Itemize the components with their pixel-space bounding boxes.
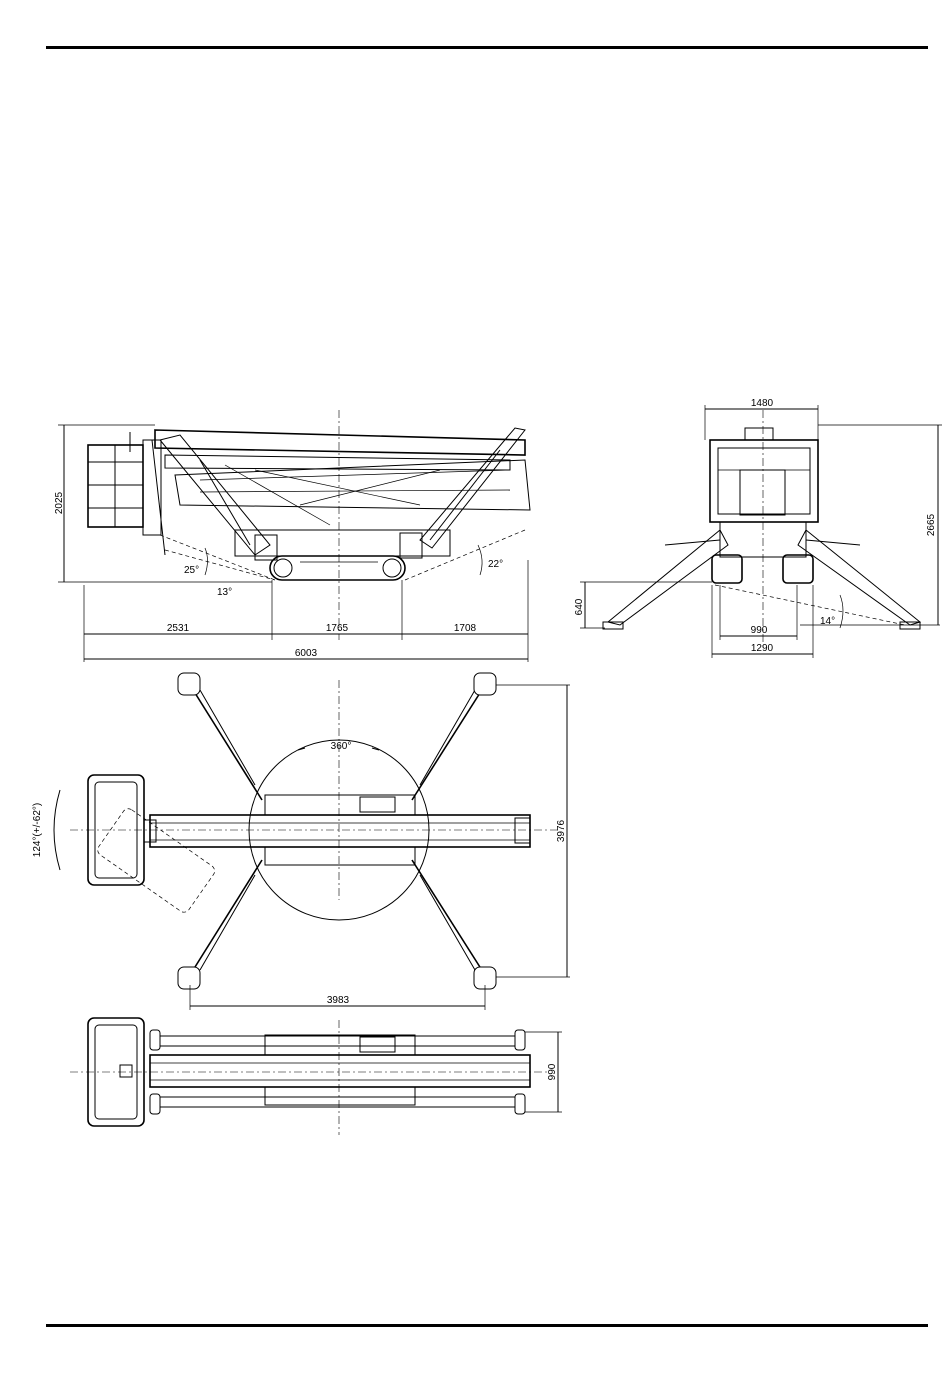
top-basket-rotation-arc bbox=[54, 790, 60, 870]
stowed-basket-control bbox=[120, 1065, 132, 1077]
stowed-width-label: 990 bbox=[547, 1063, 558, 1080]
side-boom-pack bbox=[175, 460, 530, 510]
front-angle-label: 14° bbox=[820, 616, 835, 627]
top-basket-rotation-label: 124°(+/-62°) bbox=[32, 803, 43, 857]
side-angle-22-label: 22° bbox=[488, 559, 503, 570]
side-boom-brace-3 bbox=[225, 465, 330, 525]
side-angle-line-22 bbox=[405, 530, 525, 580]
front-view: 1480 14° 26 bbox=[574, 398, 942, 658]
top-boom bbox=[150, 815, 530, 847]
side-outrigger-right-pad bbox=[400, 533, 422, 558]
side-outrigger-left bbox=[160, 435, 270, 555]
top-span-width-label: 3976 bbox=[556, 819, 567, 842]
side-track bbox=[270, 556, 405, 580]
side-upper-boom bbox=[155, 430, 525, 455]
front-platform-inner bbox=[718, 448, 810, 514]
stowed-pad-rr bbox=[150, 1094, 160, 1114]
top-pad-rear-left bbox=[178, 673, 200, 695]
top-engine-cover bbox=[360, 797, 395, 812]
side-height-label: 2025 bbox=[54, 491, 65, 514]
side-angle-13-label: 13° bbox=[217, 587, 232, 598]
top-outrigger-rear-right-cyl bbox=[200, 875, 255, 970]
side-basket-mount bbox=[143, 440, 161, 535]
side-track-idler-left bbox=[274, 559, 292, 577]
side-angle-line-13 bbox=[165, 550, 275, 580]
side-angle-25-label: 25° bbox=[184, 565, 199, 576]
top-outrigger-rear-left-cyl bbox=[200, 690, 255, 785]
front-outrigger-right bbox=[798, 530, 920, 625]
side-length-rear-label: 2531 bbox=[167, 623, 190, 634]
side-length-total-label: 6003 bbox=[295, 648, 318, 659]
stowed-pad-fl bbox=[515, 1030, 525, 1050]
front-outrigger-right-cyl bbox=[806, 540, 860, 545]
top-outrigger-front-left bbox=[412, 685, 485, 800]
side-jib-arm bbox=[152, 440, 165, 555]
side-boom-brace-2 bbox=[300, 470, 440, 505]
top-boom-head bbox=[515, 818, 530, 843]
stowed-pad-rl bbox=[150, 1030, 160, 1050]
top-pad-front-left bbox=[474, 673, 496, 695]
front-boom-pack bbox=[740, 470, 785, 515]
front-track-left bbox=[712, 555, 742, 583]
top-pad-rear-right bbox=[178, 967, 200, 989]
top-outrigger-front-right-cyl bbox=[420, 875, 475, 970]
stowed-pad-fr bbox=[515, 1094, 525, 1114]
front-platform bbox=[710, 440, 818, 522]
top-view-deployed: 360° bbox=[32, 673, 570, 1010]
front-top-width-label: 1480 bbox=[751, 398, 774, 409]
side-track-idler-right bbox=[383, 559, 401, 577]
front-control-box bbox=[745, 428, 773, 440]
top-outrigger-rear-right bbox=[190, 860, 262, 975]
side-view: 2025 bbox=[54, 410, 530, 662]
side-angle-line-25 bbox=[160, 535, 275, 580]
front-track-right bbox=[783, 555, 813, 583]
front-base-width-label: 1290 bbox=[751, 643, 774, 654]
top-span-length-label: 3983 bbox=[327, 995, 350, 1006]
stowed-turret-lower bbox=[265, 1087, 415, 1105]
top-outrigger-rear-left bbox=[190, 685, 262, 800]
top-outrigger-front-left-cyl bbox=[420, 690, 475, 785]
front-height-label: 2665 bbox=[926, 513, 937, 536]
front-angle-line bbox=[715, 585, 905, 625]
front-clearance-label: 640 bbox=[574, 598, 585, 615]
stowed-boom bbox=[150, 1055, 530, 1087]
stowed-outriggers-upper bbox=[160, 1036, 520, 1046]
front-outrigger-left-cyl bbox=[665, 540, 720, 545]
front-track-width-label: 990 bbox=[751, 625, 768, 636]
top-view-stowed: 990 bbox=[70, 1018, 562, 1135]
top-outrigger-front-right bbox=[412, 860, 485, 975]
stowed-engine-cover bbox=[360, 1037, 395, 1052]
side-length-front-label: 1708 bbox=[454, 623, 477, 634]
side-length-track-label: 1765 bbox=[326, 623, 349, 634]
top-turret-lower bbox=[265, 847, 415, 865]
top-rotation-label: 360° bbox=[331, 741, 352, 752]
side-turret bbox=[235, 530, 450, 556]
